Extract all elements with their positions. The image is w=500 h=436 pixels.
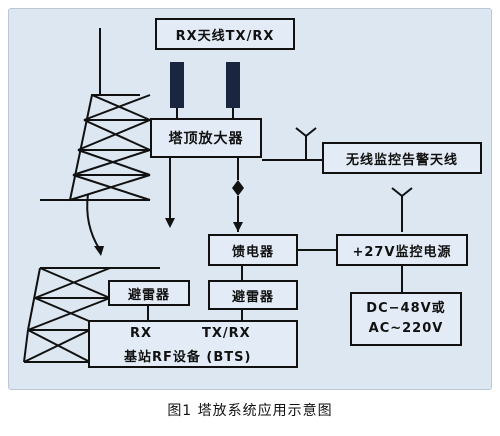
lower-tower-lattice [23,267,160,363]
arrester-left-box: 避雷器 [108,280,190,306]
curved-arrow [86,193,101,251]
power-input-line2: AC~220V [368,321,444,336]
power-antenna-symbol [391,187,413,232]
alarm-antenna-symbol [262,127,322,161]
bts-txrx-label: TX/RX [202,326,251,341]
txrx-arrow [233,222,243,232]
feeder-box: 馈电器 [208,234,298,266]
feed-diamond [232,180,244,196]
power-input-line1: DC−48V或 [366,301,446,316]
upper-tower-lattice [40,28,151,201]
bts-rx-label: RX [130,326,153,341]
arrester-right-box: 避雷器 [208,280,298,310]
figure-caption: 图1 塔放系统应用示意图 [167,403,333,419]
monitor-power-box: +27V监控电源 [336,234,468,266]
bts-label: 基站RF设备 (BTS) [124,350,252,365]
antenna-bars [170,62,240,108]
antenna-label-box: RX天线TX/RX [155,18,295,50]
alarm-antenna-box: 无线监控告警天线 [322,142,482,174]
bts-box: RX TX/RX 基站RF设备 (BTS) [88,320,298,368]
tower-amplifier-box: 塔顶放大器 [150,118,262,158]
power-input-box: DC−48V或 AC~220V [350,292,462,346]
rx-arrow [165,218,175,228]
